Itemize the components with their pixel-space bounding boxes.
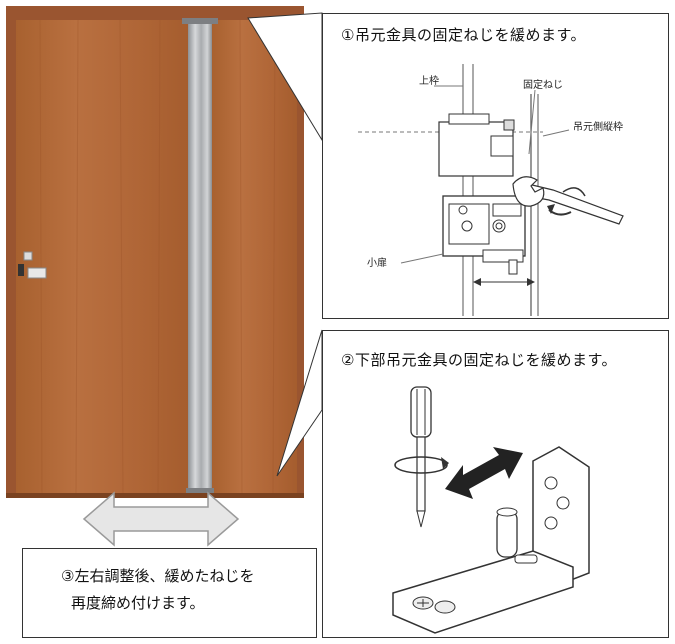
lower-hinge-diagram bbox=[392, 386, 590, 634]
label-small-door: 小扉 bbox=[367, 256, 387, 269]
step2-text: ②下部吊元金具の固定ねじを緩めます。 bbox=[341, 351, 617, 369]
label-hinge-side-frame: 吊元側縦枠 bbox=[573, 120, 623, 133]
door-handle bbox=[18, 251, 47, 279]
hinge-adjust-diagram: 上枠 固定ねじ 吊元側縦枠 小扉 bbox=[358, 64, 624, 316]
callout-step3: ③左右調整後、緩めたねじを 再度締め付けます。 bbox=[22, 548, 317, 638]
left-right-arrow bbox=[82, 491, 240, 547]
wrench-icon bbox=[512, 176, 624, 225]
hinge-bracket-icon bbox=[392, 446, 590, 634]
label-fixing-screw: 固定ねじ bbox=[523, 78, 563, 91]
step3-text: ③左右調整後、緩めたねじを 再度締め付けます。 bbox=[61, 563, 254, 617]
main-door-leaf bbox=[16, 20, 188, 493]
label-upper-frame: 上枠 bbox=[419, 74, 439, 87]
screwdriver-icon bbox=[410, 386, 432, 528]
callout-step1: ①吊元金具の固定ねじを緩めます。 bbox=[322, 13, 669, 319]
metal-strip bbox=[188, 20, 212, 493]
step3-line2: 再度締め付けます。 bbox=[71, 594, 205, 612]
step1-text: ①吊元金具の固定ねじを緩めます。 bbox=[341, 26, 586, 44]
callout-step2: ②下部吊元金具の固定ねじを緩めます。 bbox=[322, 330, 669, 638]
slide-arrow bbox=[445, 447, 523, 499]
small-door-leaf bbox=[212, 20, 297, 493]
step3-line1: ③左右調整後、緩めたねじを bbox=[61, 567, 255, 585]
